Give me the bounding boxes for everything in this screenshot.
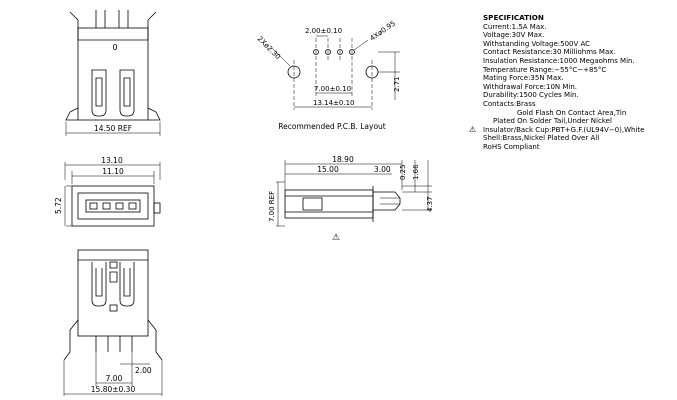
pcb-dim-large-holes: 2Xø2.30 bbox=[256, 35, 282, 61]
spec-line: Temperature Range:−55°C~+85°C bbox=[483, 65, 607, 74]
warning-icon: ⚠ bbox=[469, 124, 477, 134]
pcb-dim-top: 2.00±0.10 bbox=[305, 27, 342, 35]
bottom-dim-pins: 7.00 bbox=[106, 374, 123, 383]
side-dim-v1: 0.25 bbox=[399, 164, 407, 180]
side-dim-total: 18.90 bbox=[332, 155, 354, 164]
top-view-pin-label: 0 bbox=[112, 43, 117, 52]
side-dim-height: 7.00 REF bbox=[268, 191, 276, 222]
spec-line: Mating Force:35N Max. bbox=[483, 74, 564, 83]
spec-insulator-text: Insulator/Back Cup:PBT+G.F.(UL94V−0),Whi… bbox=[483, 125, 645, 134]
front-view: 13.10 11.10 5.72 bbox=[54, 156, 161, 227]
spec-line: Durability:1500 Cycles Min. bbox=[483, 91, 579, 100]
top-view: 14.50 REF 0 bbox=[65, 10, 161, 136]
spec-line: Withstanding Voltage:500V AC bbox=[483, 39, 591, 48]
spec-line: Current:1.5A Max. bbox=[483, 22, 547, 31]
side-dim-body: 15.00 bbox=[317, 165, 339, 174]
spec-plating-line-2: Plated On Solder Tail,Under Nickel bbox=[493, 117, 612, 126]
pcb-caption: Recommended P.C.B. Layout bbox=[278, 122, 386, 131]
spec-line: Contact Resistance:30 Milliohms Max. bbox=[483, 48, 616, 57]
spec-shell-line: Shell:Brass,Nickel Plated Over All bbox=[483, 134, 600, 143]
front-dim-height: 5.72 bbox=[54, 197, 63, 214]
side-dim-v3: 4.37 bbox=[426, 196, 434, 212]
spec-plating-line-1: Gold Flash On Contact Area,Tin bbox=[517, 108, 627, 117]
spec-rohs-line: RoHS Compliant bbox=[483, 142, 540, 151]
spec-line: Voltage:30V Max. bbox=[483, 31, 545, 40]
side-warning-icon: ⚠ bbox=[332, 233, 340, 243]
front-dim-outer: 13.10 bbox=[101, 156, 123, 165]
pcb-dim-outer: 13.14±0.10 bbox=[313, 99, 355, 107]
pcb-layout: 2.00±0.10 2Xø2.30 4Xø0.95 7.00±0.10 13.1… bbox=[256, 19, 401, 131]
spec-line: Withdrawal Force:10N Min. bbox=[483, 82, 578, 91]
pcb-dim-small-holes: 4Xø0.95 bbox=[369, 19, 397, 42]
bottom-dim-width: 15.80±0.30 bbox=[91, 385, 136, 394]
side-dim-v2: 1.66 bbox=[412, 164, 420, 180]
specification-block: SPECIFICATION Current:1.5A Max. Voltage:… bbox=[469, 13, 673, 152]
top-view-width-label: 14.50 REF bbox=[94, 124, 132, 133]
bottom-view: 7.00 2.00 15.80±0.30 bbox=[63, 249, 163, 396]
side-view: 18.90 15.00 3.00 0.25 1.66 4.37 7.00 REF… bbox=[268, 155, 434, 243]
bottom-dim-pitch: 2.00 bbox=[135, 366, 152, 375]
pcb-dim-vertical: 2.71 bbox=[393, 76, 401, 92]
spec-line: Insulation Resistance:1000 Megaohms Min. bbox=[483, 56, 635, 65]
pcb-dim-inner: 7.00±0.10 bbox=[314, 85, 351, 93]
spec-title: SPECIFICATION bbox=[483, 13, 544, 22]
side-dim-tail: 3.00 bbox=[374, 165, 391, 174]
spec-insulator-line: ⚠ Insulator/Back Cup:PBT+G.F.(UL94V−0),W… bbox=[469, 125, 673, 135]
spec-line: Contacts:Brass bbox=[483, 99, 536, 108]
front-dim-inner: 11.10 bbox=[102, 167, 124, 176]
